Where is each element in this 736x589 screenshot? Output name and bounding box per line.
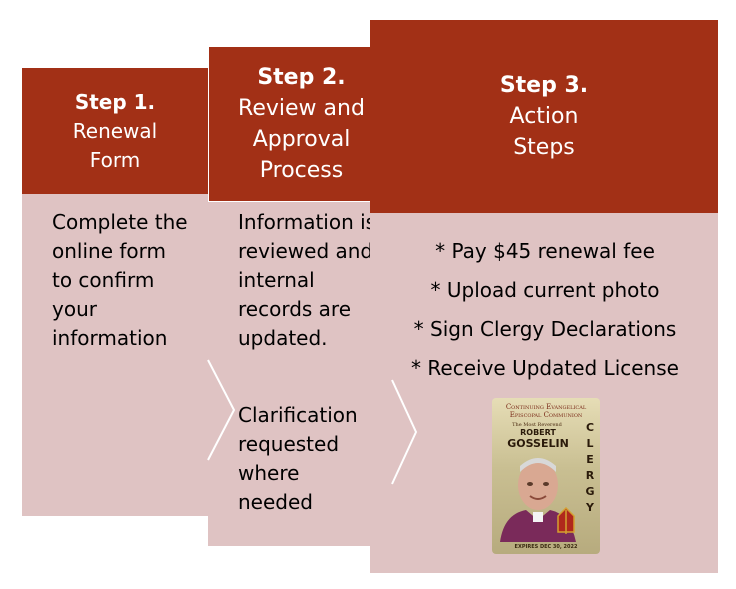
- chevron-arrow-icon: [207, 359, 236, 461]
- step1-description: Complete the online form to confirm your…: [52, 208, 202, 353]
- step1-text-line: online form: [52, 239, 166, 263]
- step1-text-line: to confirm: [52, 268, 155, 292]
- card-side-letter: C: [585, 421, 595, 434]
- step2-description-review: Information is reviewed and internal rec…: [238, 208, 388, 353]
- step2-text-line: records are: [238, 297, 352, 321]
- step1-text-line: your: [52, 297, 97, 321]
- card-rank: The Most Reverend: [512, 422, 562, 428]
- step2-text-line: reviewed and: [238, 239, 374, 263]
- step3-subtitle-line: Steps: [513, 135, 575, 160]
- step2-description-clarification: Clarification requested where needed: [238, 401, 388, 517]
- action-item: * Receive Updated License: [411, 356, 679, 380]
- step2-text-line: where: [238, 461, 300, 485]
- clergy-portrait-image: [500, 458, 576, 542]
- card-org-line: Continuing Evangelical: [505, 403, 587, 411]
- step1-header: Step 1. Renewal Form: [22, 68, 208, 194]
- action-item: * Pay $45 renewal fee: [435, 239, 655, 263]
- step2-text-line: Clarification: [238, 403, 358, 427]
- step1-text-line: Complete the: [52, 210, 188, 234]
- step1-subtitle-line: Form: [89, 147, 141, 172]
- card-side-letter: E: [586, 453, 594, 466]
- step3-subtitle-line: Action: [509, 104, 579, 129]
- step2-subtitle-line: Review and: [238, 96, 365, 121]
- card-last-name: GOSSELIN: [507, 437, 569, 450]
- card-side-letter: L: [586, 437, 594, 450]
- step2-text-line: internal: [238, 268, 315, 292]
- step2-text-line: updated.: [238, 326, 328, 350]
- step3-action-list: * Pay $45 renewal fee * Upload current p…: [378, 232, 712, 388]
- step2-header: Step 2. Review and Approval Process: [208, 46, 395, 202]
- chevron-arrow-icon: [391, 379, 418, 485]
- card-side-label: C L E R G Y: [584, 420, 596, 516]
- card-expiry: EXPIRES DEC 30, 2022: [514, 544, 578, 550]
- step2-body-panel: [208, 202, 395, 546]
- step2-subtitle-line: Process: [259, 158, 344, 183]
- card-side-letter: G: [585, 485, 595, 498]
- step1-body-panel: [22, 194, 208, 516]
- card-side-letter: R: [585, 469, 595, 482]
- action-item: * Sign Clergy Declarations: [413, 317, 677, 341]
- step2-text-line: needed: [238, 490, 313, 514]
- card-first-name: ROBERT: [520, 428, 556, 437]
- card-side-letter: Y: [586, 501, 594, 514]
- step2-text-line: requested: [238, 432, 340, 456]
- step3-header: Step 3. Action Steps: [370, 20, 718, 213]
- step2-title: Step 2.: [257, 65, 346, 90]
- step2-text-line: Information is: [238, 210, 377, 234]
- action-item: * Upload current photo: [430, 278, 660, 302]
- step1-text-line: information: [52, 326, 168, 350]
- step1-title: Step 1.: [74, 89, 156, 114]
- card-org-line: Episcopal Communion: [509, 411, 583, 419]
- clergy-license-card-image: Continuing Evangelical Episcopal Communi…: [492, 398, 600, 554]
- step3-title: Step 3.: [499, 73, 589, 98]
- step1-subtitle-line: Renewal: [72, 118, 158, 143]
- step2-subtitle-line: Approval: [252, 127, 351, 152]
